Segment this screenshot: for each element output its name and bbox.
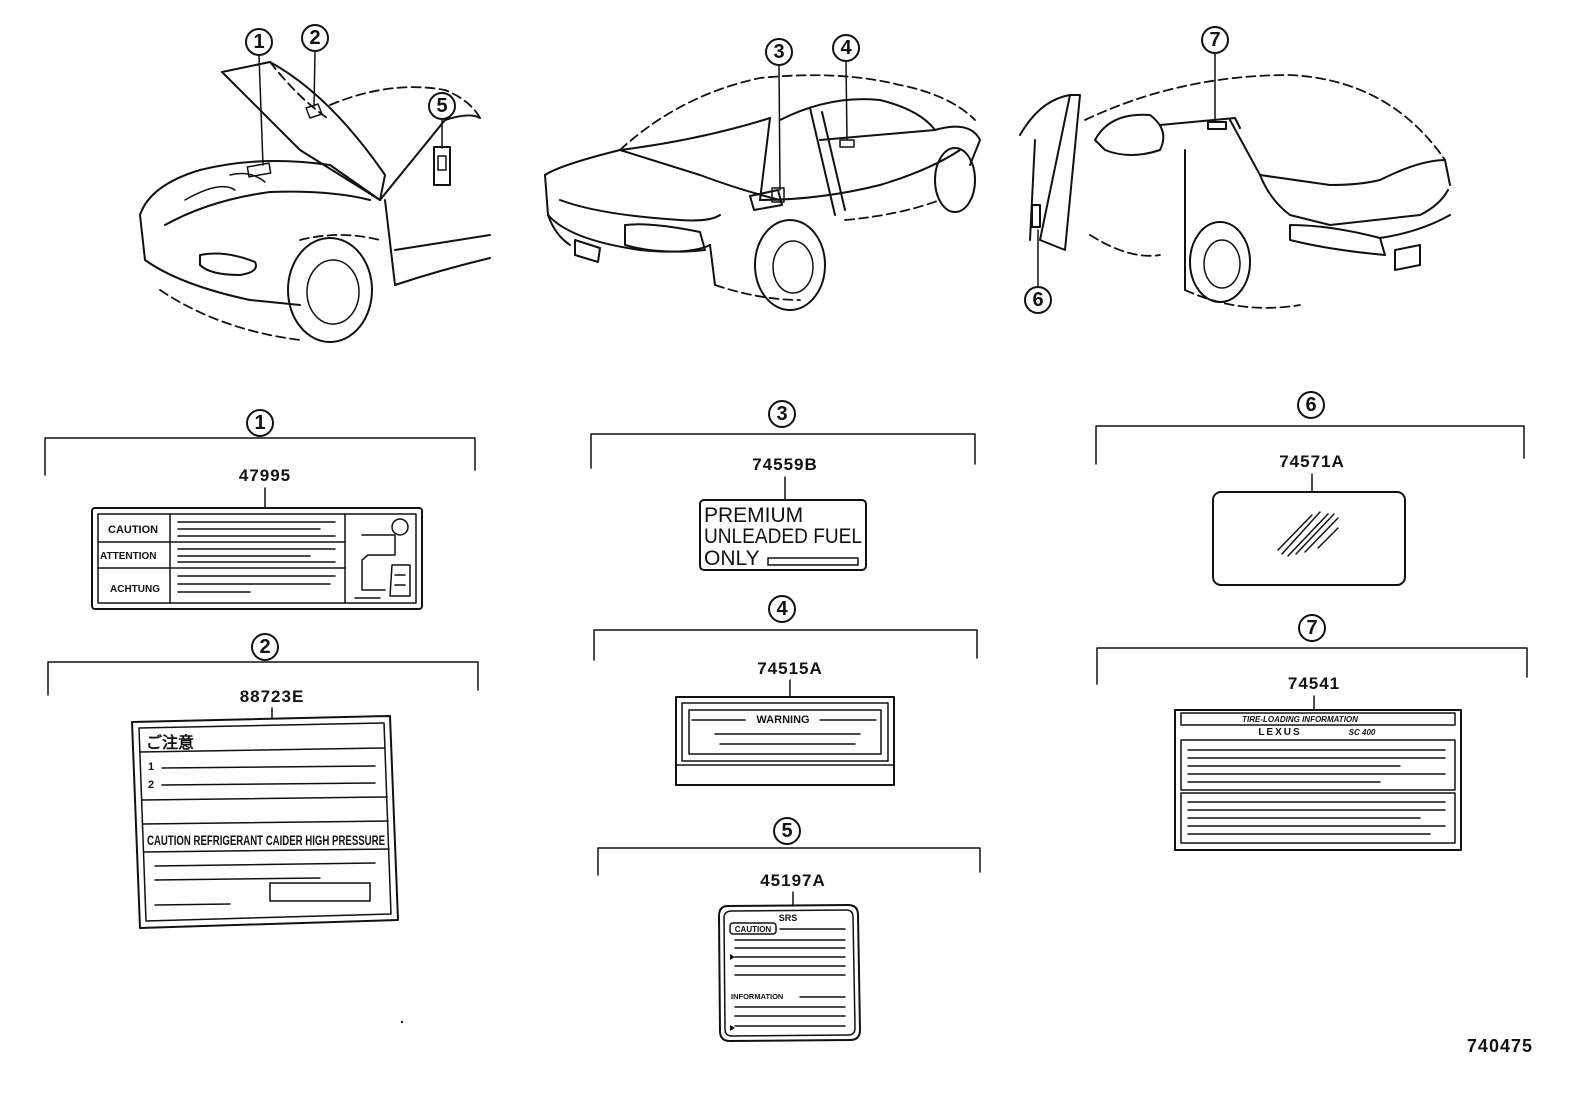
callout-5-top: 5 xyxy=(436,95,447,117)
glass-hatch-icon xyxy=(1277,511,1339,557)
callout-1: 1 xyxy=(254,412,265,434)
part-3-line-1: PREMIUM xyxy=(704,504,803,527)
callout-5: 5 xyxy=(781,820,792,842)
part-1-number: 47995 xyxy=(239,466,291,485)
part-1-group: 1 47995 CAUTION ATTENTION ACHTUNG xyxy=(44,409,476,610)
part-7-brand: LEXUS xyxy=(1258,727,1301,738)
car-door-open xyxy=(1019,74,1451,309)
part-2-group: 2 88723E ご注意 1 2 CAUTION REFRIGERANT CAI… xyxy=(47,633,479,929)
callout-4: 4 xyxy=(776,598,788,620)
part-5-srs: SRS xyxy=(779,913,798,923)
car-front-hood-open xyxy=(139,61,491,343)
part-7-number: 74541 xyxy=(1288,674,1340,693)
part-5-group: 5 45197A SRS CAUTION INFORMATION xyxy=(597,817,981,1042)
part-2-number: 88723E xyxy=(240,687,305,706)
callout-3: 3 xyxy=(776,403,787,425)
callout-1-top: 1 xyxy=(253,31,264,53)
callout-7: 7 xyxy=(1306,617,1317,639)
part-7-title: TIRE-LOADING INFORMATION xyxy=(1242,715,1358,724)
part-2-item-1: 1 xyxy=(148,761,154,773)
part-1-attention: ATTENTION xyxy=(100,551,156,562)
car-rear-three-quarter xyxy=(544,74,981,311)
diagram-reference-number: 740475 xyxy=(1467,1036,1533,1056)
part-5-caution: CAUTION xyxy=(735,925,772,934)
part-3-group: 3 74559B PREMIUM UNLEADED FUEL ONLY xyxy=(590,400,976,571)
part-6-group: 6 74571A xyxy=(1095,391,1525,586)
part-5-number: 45197A xyxy=(760,871,826,890)
part-2-caution: CAUTION REFRIGERANT CAIDER HIGH PRESSURE xyxy=(147,833,385,848)
callout-6-top: 6 xyxy=(1032,289,1043,311)
part-4-group: 4 74515A WARNING xyxy=(593,595,978,786)
part-5-information: INFORMATION xyxy=(731,992,783,1001)
part-6-number: 74571A xyxy=(1279,452,1345,471)
callout-4-top: 4 xyxy=(840,37,852,59)
part-4-warning: WARNING xyxy=(756,714,809,726)
callout-2: 2 xyxy=(259,636,270,658)
part-3-line-3: ONLY xyxy=(704,547,760,570)
callout-7-top: 7 xyxy=(1209,29,1220,51)
part-3-number: 74559B xyxy=(752,455,818,474)
callout-6: 6 xyxy=(1305,394,1316,416)
part-3-line-2: UNLEADED FUEL xyxy=(704,525,862,548)
battery-icon xyxy=(354,518,411,599)
part-4-number: 74515A xyxy=(757,659,823,678)
part-7-group: 7 74541 TIRE-LOADING INFORMATION LEXUS S… xyxy=(1096,614,1528,851)
part-2-item-2: 2 xyxy=(148,779,154,791)
part-1-caution: CAUTION xyxy=(108,524,158,536)
callout-2-top: 2 xyxy=(309,27,320,49)
part-1-achtung: ACHTUNG xyxy=(110,584,160,595)
part-7-model: SC 400 xyxy=(1349,728,1376,737)
top-callouts: 1 2 5 3 4 6 7 xyxy=(245,24,1229,314)
callout-3-top: 3 xyxy=(773,41,784,63)
part-2-title: ご注意 xyxy=(146,733,194,752)
